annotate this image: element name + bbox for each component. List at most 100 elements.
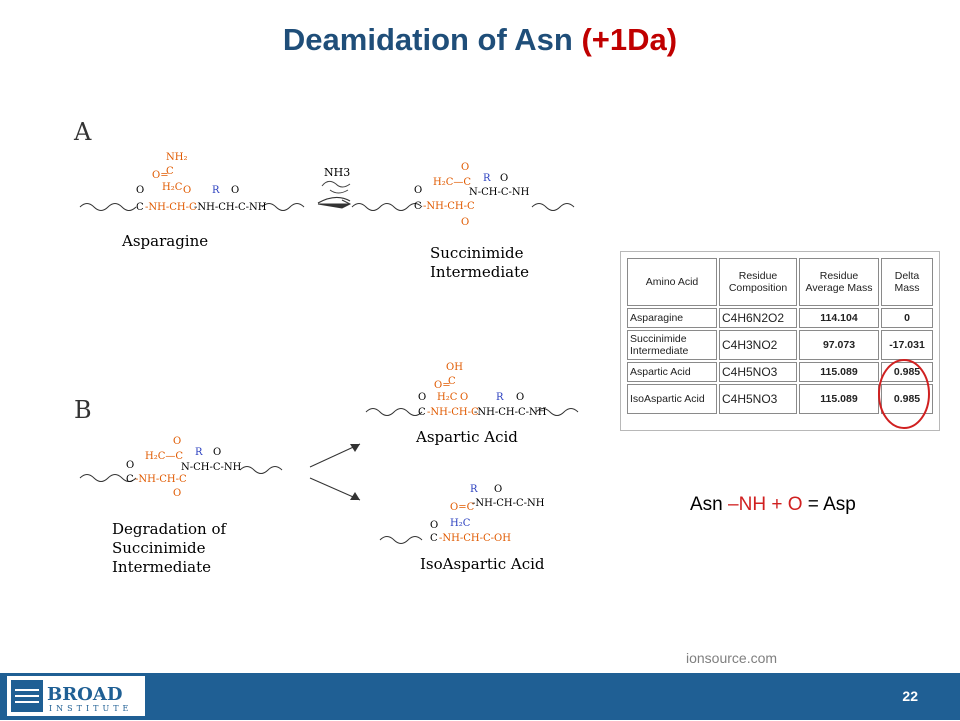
degradation-line-2: Succinimide — [112, 539, 206, 557]
svg-text:O: O — [173, 488, 181, 499]
svg-text:O: O — [460, 392, 468, 403]
svg-text:R: R — [483, 173, 491, 184]
svg-text:C: C — [414, 201, 422, 212]
svg-text:N-CH-C-NH: N-CH-C-NH — [181, 462, 242, 473]
svg-text:H₂C: H₂C — [162, 182, 183, 193]
svg-text:O: O — [430, 520, 438, 531]
svg-text:O: O — [494, 484, 502, 495]
panel-a-label: A — [74, 118, 92, 146]
arrow-head-upper — [350, 444, 360, 452]
table-header-row: Amino Acid Residue Composition Residue A… — [627, 258, 933, 306]
mass-equation: Asn –NH + O = Asp — [690, 494, 856, 516]
slide-title: Deamidation of Asn (+1Da) — [0, 22, 960, 58]
succinimide-line-1: Succinimide — [430, 244, 524, 262]
svg-text:O=: O= — [434, 380, 451, 391]
cell-amino-acid: Asparagine — [627, 308, 717, 328]
svg-text:-NH-CH-C-NH: -NH-CH-C-NH — [194, 202, 267, 213]
cell-avg-mass: 97.073 — [799, 330, 879, 360]
table-row: Asparagine C4H6N2O2 114.104 0 — [627, 308, 933, 328]
cell-delta: 0.985 — [881, 362, 933, 382]
reaction-arrow — [317, 199, 352, 209]
cell-avg-mass: 115.089 — [799, 384, 879, 414]
equation-part-2: –NH + O — [728, 494, 803, 515]
svg-text:-NH-CH-C: -NH-CH-C — [135, 474, 187, 485]
svg-text:N-CH-C-NH: N-CH-C-NH — [469, 187, 530, 198]
svg-text:-NH-CH-C-NH: -NH-CH-C-NH — [474, 407, 547, 418]
header-delta-mass: Delta Mass — [881, 258, 933, 306]
succinimide-line-2: Intermediate — [430, 263, 530, 281]
mass-table: Amino Acid Residue Composition Residue A… — [625, 256, 935, 416]
ammonia-label: NH3 — [324, 166, 351, 179]
svg-text:C: C — [126, 474, 134, 485]
svg-text:R: R — [212, 185, 220, 196]
footer-bar: BROAD INSTITUTE 22 — [0, 673, 960, 720]
svg-text:-NH-CH-C: -NH-CH-C — [145, 202, 197, 213]
svg-text:O=C: O=C — [450, 502, 475, 513]
degradation-label: Degradation of Succinimide Intermediate — [112, 520, 226, 577]
svg-text:O: O — [213, 447, 221, 458]
table-row: Succinimide Intermediate C4H3NO2 97.073 … — [627, 330, 933, 360]
isoaspartic-acid-label: IsoAspartic Acid — [420, 555, 545, 573]
broad-logo-icon: BROAD INSTITUTE — [11, 680, 132, 713]
svg-text:H₂C: H₂C — [437, 392, 458, 403]
svg-text:R: R — [496, 392, 504, 403]
svg-text:H₂C—C: H₂C—C — [433, 177, 471, 188]
equation-part-3: = Asp — [802, 494, 856, 515]
cell-composition: C4H5NO3 — [719, 384, 797, 414]
svg-text:O: O — [183, 185, 191, 196]
header-amino-acid: Amino Acid — [627, 258, 717, 306]
cell-amino-acid: Aspartic Acid — [627, 362, 717, 382]
table-row: Aspartic Acid C4H5NO3 115.089 0.985 — [627, 362, 933, 382]
degradation-line-1: Degradation of — [112, 520, 227, 538]
svg-text:O: O — [136, 185, 144, 196]
cell-avg-mass: 115.089 — [799, 362, 879, 382]
logo-text-institute: INSTITUTE — [49, 704, 132, 713]
page-number: 22 — [902, 688, 918, 704]
mass-table-box: Amino Acid Residue Composition Residue A… — [620, 251, 940, 431]
svg-text:O: O — [516, 392, 524, 403]
svg-text:R: R — [195, 447, 203, 458]
svg-text:-NH-CH-C: -NH-CH-C — [427, 407, 479, 418]
svg-text:O=: O= — [152, 170, 169, 181]
cell-composition: C4H3NO2 — [719, 330, 797, 360]
header-composition: Residue Composition — [719, 258, 797, 306]
svg-text:O: O — [231, 185, 239, 196]
svg-text:O: O — [126, 460, 134, 471]
degradation-line-3: Intermediate — [112, 558, 212, 576]
header-average-mass: Residue Average Mass — [799, 258, 879, 306]
broad-institute-logo: BROAD INSTITUTE — [7, 676, 145, 716]
svg-text:C: C — [418, 407, 426, 418]
svg-text:R: R — [470, 484, 478, 495]
svg-text:O: O — [461, 162, 469, 173]
cell-amino-acid: Succinimide Intermediate — [627, 330, 717, 360]
cell-delta: -17.031 — [881, 330, 933, 360]
svg-text:H₂C—C: H₂C—C — [145, 451, 183, 462]
svg-text:O: O — [173, 436, 181, 447]
svg-text:O: O — [414, 185, 422, 196]
svg-text:OH: OH — [446, 362, 463, 373]
equation-part-1: Asn — [690, 494, 729, 515]
cell-amino-acid: IsoAspartic Acid — [627, 384, 717, 414]
reaction-scheme: NH₂ C O= H₂C O R O O C -NH-CH-C -NH-CH-C… — [79, 152, 579, 544]
cell-delta: 0 — [881, 308, 933, 328]
svg-text:-NH-CH-C-OH: -NH-CH-C-OH — [439, 533, 511, 544]
table-row: IsoAspartic Acid C4H5NO3 115.089 0.985 — [627, 384, 933, 414]
cell-composition: C4H5NO3 — [719, 362, 797, 382]
aspartic-acid-label: Aspartic Acid — [416, 428, 518, 446]
svg-text:H₂C: H₂C — [450, 518, 471, 529]
succinimide-label: Succinimide Intermediate — [430, 244, 529, 282]
panel-b-label: B — [74, 396, 92, 424]
svg-text:O: O — [418, 392, 426, 403]
title-main: Deamidation of Asn — [282, 22, 582, 57]
cell-avg-mass: 114.104 — [799, 308, 879, 328]
source-credit: ionsource.com — [686, 650, 778, 666]
svg-text:C: C — [448, 376, 456, 387]
title-accent: (+1Da) — [581, 22, 678, 57]
asparagine-label: Asparagine — [122, 232, 209, 250]
svg-text:-NH-CH-C: -NH-CH-C — [423, 201, 475, 212]
svg-text:O: O — [461, 217, 469, 228]
svg-text:O: O — [500, 173, 508, 184]
svg-text:C: C — [136, 202, 144, 213]
svg-text:-NH-CH-C-NH: -NH-CH-C-NH — [472, 498, 545, 509]
arrow-head-lower — [350, 492, 360, 500]
